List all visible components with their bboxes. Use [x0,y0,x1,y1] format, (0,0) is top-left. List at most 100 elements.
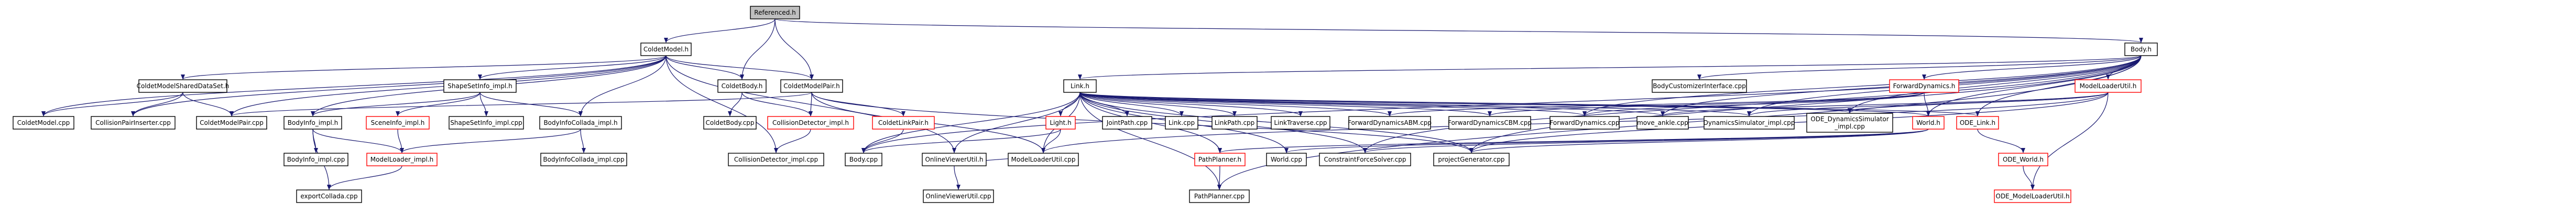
file-node[interactable]: ConstraintForceSolver.cpp [1319,153,1411,166]
include-edge [311,92,481,116]
file-node[interactable]: ODE_DynamicsSimulator_impl.cpp [1806,113,1893,133]
file-node-label: ForwardDynamics.cpp [1549,119,1619,126]
file-node[interactable]: ShapeSetInfo_impl.cpp [449,116,524,130]
file-node-label: CollisionDetector_impl.h [772,119,849,126]
file-node[interactable]: World.h [1912,116,1945,130]
file-node[interactable]: ColdetModel.h [640,43,692,56]
file-node-label: World.h [1916,119,1940,126]
include-edge [400,129,581,153]
file-node[interactable]: LinkTraverse.cpp [1271,116,1330,130]
include-edge [181,55,667,80]
include-edge [809,92,813,116]
file-node[interactable]: CollisionDetector_impl.h [767,116,854,130]
file-node[interactable]: ForwardDynamics.h [1889,79,1959,93]
include-edge [1079,92,1237,116]
file-node[interactable]: ODE_World.h [1998,153,2048,166]
file-node[interactable]: CollisionPairInserter.cpp [91,116,176,130]
file-node[interactable]: ColdetBody.cpp [703,116,757,130]
file-node[interactable]: ColdetBody.h [717,79,767,93]
file-node-label: CollisionDetector_impl.cpp [734,156,818,163]
file-node[interactable]: Body.cpp [845,153,882,166]
file-node-label: ColdetModelPair.cpp [200,119,264,126]
file-node[interactable]: BodyInfo_impl.h [283,116,342,130]
include-edge [1363,129,1929,153]
file-node[interactable]: PathPlanner.cpp [1189,189,1250,203]
file-node[interactable]: BodyInfo_impl.cpp [283,153,348,166]
include-edge [1041,129,1061,153]
file-node[interactable]: OnlineViewerUtil.cpp [923,189,994,203]
file-node-label: exportCollada.cpp [300,193,357,200]
include-edge [665,55,814,80]
file-node[interactable]: ColdetModel.cpp [13,116,74,130]
include-edge [1079,92,1221,190]
include-edge [1977,129,2025,153]
file-node-label: PathPlanner.h [1198,156,1241,163]
include-edge [861,92,1080,153]
file-node[interactable]: Light.h [1045,116,1076,130]
file-node[interactable]: ForwardDynamicsCBM.cpp [1448,116,1532,130]
include-edge [1058,92,1080,116]
file-node[interactable]: ColdetModelPair.cpp [196,116,267,130]
file-node[interactable]: PathPlanner.h [1194,153,1246,166]
include-edge [1079,92,1980,116]
file-node[interactable]: ForwardDynamics.cpp [1549,116,1620,130]
file-node[interactable]: ShapeSetInfo_impl.h [443,79,517,93]
file-node[interactable]: ColdetLinkPair.h [872,116,935,130]
file-node-label: ModelLoader_impl.h [370,156,434,163]
include-edge [1922,55,2142,80]
include-edge [182,92,234,116]
file-node-label: BodyInfoCollada_impl.h [543,119,617,126]
file-node[interactable]: JointPath.cpp [1102,116,1152,130]
include-edge [1078,55,2142,80]
file-node-label: ColdetModelPair.h [783,82,839,90]
file-node-label: Body.cpp [849,156,878,163]
include-edge [741,92,813,116]
file-node[interactable]: ColdetModelSharedDataSet.h [137,79,230,93]
file-node[interactable]: BodyInfoCollada_impl.h [539,116,622,130]
file-node-label: ForwardDynamicsCBM.cpp [1448,119,1532,126]
file-node-label: World.cpp [1271,156,1302,163]
file-node[interactable]: Body.h [2124,43,2158,56]
file-node[interactable]: Referenced.h [750,6,800,19]
file-node-label: ODE_ModelLoaderUtil.h [1996,193,2070,200]
file-node[interactable]: exportCollada.cpp [296,189,362,203]
file-node[interactable]: move_ankle.cpp [1636,116,1689,130]
file-node[interactable]: ForwardDynamicsABM.cpp [1348,116,1432,130]
file-node-label: move_ankle.cpp [1637,119,1688,126]
file-node[interactable]: SceneInfo_impl.h [366,116,430,130]
file-node[interactable]: ODE_Link.h [1956,116,1999,130]
file-node-label: ColdetModel.h [643,46,689,53]
file-node[interactable]: CollisionDetector_impl.cpp [728,153,824,166]
include-edge [1079,92,1184,116]
file-node[interactable]: ModelLoader_impl.h [366,153,438,166]
file-node-label: BodyInfoCollada_impl.cpp [543,156,624,163]
file-node-label: LinkPath.cpp [1215,119,1255,126]
file-node-label: Light.h [1050,119,1071,126]
include-edge [2031,92,2109,190]
file-node[interactable]: Link.cpp [1165,116,1198,130]
file-node[interactable]: Link.h [1063,79,1097,93]
include-edge [131,55,667,116]
file-node[interactable]: BodyInfoCollada_impl.cpp [540,153,627,166]
file-node-label: ColdetBody.h [722,82,763,90]
include-edge [774,18,2143,43]
file-node[interactable]: projectGenerator.cpp [1433,153,1510,166]
include-edge [1848,55,2142,113]
include-edge [1582,92,1925,116]
include-edge [774,18,814,80]
include-edge [861,129,1061,153]
file-node[interactable]: ColdetModelPair.h [780,79,843,93]
file-node-label: Link.h [1071,82,1089,90]
file-node[interactable]: World.cpp [1266,153,1307,166]
file-node[interactable]: ModelLoaderUtil.h [2075,79,2142,93]
file-node[interactable]: ODE_ModelLoaderUtil.h [1994,189,2071,203]
file-node[interactable]: ModelLoaderUtil.cpp [1008,153,1079,166]
file-node[interactable]: DynamicsSimulator_impl.cpp [1704,116,1795,130]
file-node[interactable]: LinkPath.cpp [1211,116,1258,130]
include-edge [479,92,488,116]
file-node-label: PathPlanner.cpp [1194,193,1245,200]
file-node[interactable]: OnlineViewerUtil.h [922,153,987,166]
file-node-label: Body.h [2131,46,2152,53]
include-edge [1926,55,2142,116]
file-node[interactable]: BodyCustomizerInterface.cpp [1652,79,1747,93]
